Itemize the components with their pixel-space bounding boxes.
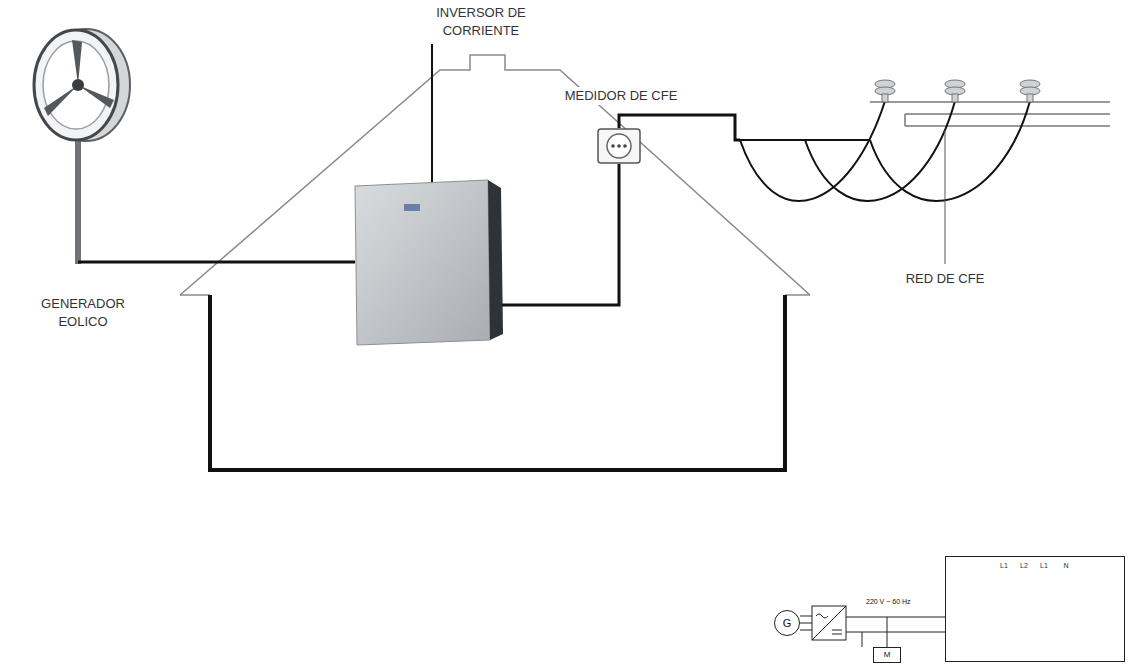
part-label: MEDIDOR DE CFE (549, 87, 693, 105)
symbol-letter: G (783, 618, 792, 629)
voltage-label: 220 V ~ 60 Hz (866, 598, 911, 606)
energy-meter: MEDIDOR DE CFE (597, 128, 641, 164)
wind-turbine (34, 29, 135, 264)
symbol-letter: M (884, 651, 891, 659)
power-wire (502, 164, 619, 305)
insulator (875, 80, 1040, 102)
distribution-panel: L1 L2 L1 N (945, 556, 1125, 662)
part-label: L1 (1036, 561, 1052, 570)
wind-generator: GENERADOR EOLICO (20, 25, 135, 270)
part-label: L2 (1016, 561, 1032, 570)
generator-symbol: G (774, 610, 800, 636)
meter-drawing (598, 129, 640, 163)
part-label: GENERADOR EOLICO (28, 295, 138, 330)
utility-grid: RED DE CFE (740, 75, 1110, 225)
part-label: INVERSOR DE CORRIENTE (425, 4, 537, 39)
part-label: L1 (996, 561, 1012, 570)
power-wire (619, 115, 740, 140)
power-line-drawing (740, 101, 1110, 264)
power-wire (135, 261, 355, 264)
house-eave (180, 294, 210, 296)
part-label: N (1058, 561, 1074, 570)
inverter-drawing (355, 44, 503, 345)
house-eave (785, 294, 810, 296)
part-label: RED DE CFE (885, 270, 1005, 288)
meter-symbol: M (873, 647, 901, 663)
power-inverter: INVERSOR DE CORRIENTE (355, 180, 502, 345)
